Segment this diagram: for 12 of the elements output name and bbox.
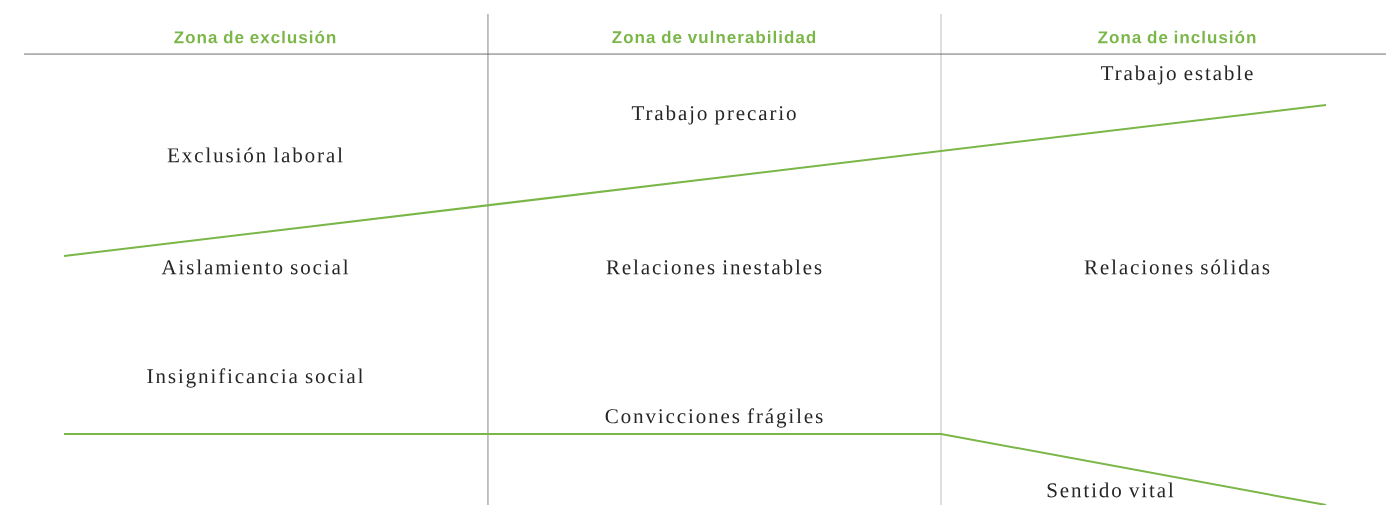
row-label: Aislamiento social — [161, 259, 349, 275]
row-label: Trabajo precario — [631, 105, 796, 125]
row-label: Convicciones frágiles — [605, 408, 823, 428]
row-label: Trabajo estable — [1101, 65, 1253, 85]
column-heading: Zona de inclusión — [1098, 30, 1256, 44]
row-label: Sentido vital — [1047, 482, 1174, 498]
row-label: Relaciones sólidas — [1084, 259, 1270, 275]
row-label: Insignificancia social — [147, 368, 363, 388]
row-label: Exclusión laboral — [167, 147, 343, 163]
column-heading: Zona de exclusión — [174, 30, 336, 44]
row-label: Relaciones inestables — [606, 259, 822, 275]
column-heading: Zona de vulnerabilidad — [612, 30, 816, 44]
